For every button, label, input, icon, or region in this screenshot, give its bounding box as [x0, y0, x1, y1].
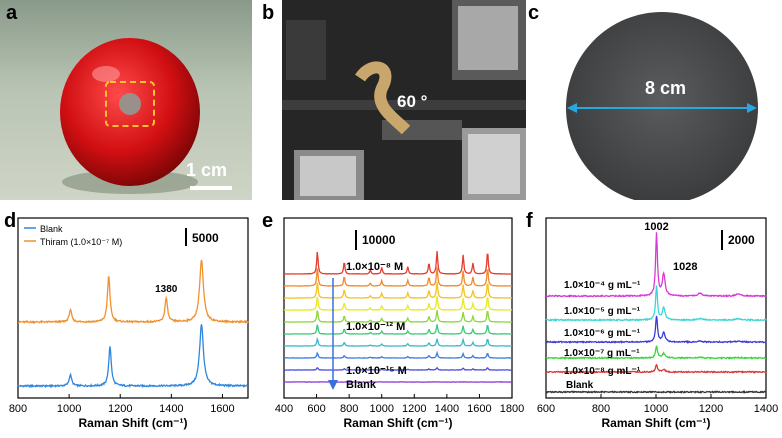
- x-tick-label: 800: [340, 403, 358, 415]
- arrow-head: [328, 380, 338, 390]
- scale-bar-label: 2000: [728, 233, 755, 247]
- concentration-label: 1.0×10⁻⁴ g mL⁻¹: [564, 280, 641, 291]
- concentration-label: 1.0×10⁻⁶ g mL⁻¹: [564, 328, 641, 339]
- panel-letter-a: a: [6, 2, 18, 24]
- x-axis-label: Raman Shift (cm⁻¹): [601, 416, 710, 430]
- blank-label: Blank: [566, 380, 594, 391]
- series-line: [545, 363, 767, 375]
- concentration-label: 1.0×10⁻¹⁵ M: [346, 365, 407, 377]
- x-tick-label: 400: [275, 403, 293, 415]
- flexible-substrate: [355, 61, 411, 135]
- x-tick-label: 800: [592, 403, 610, 415]
- plot-frame: [283, 217, 513, 399]
- legend-label: Blank: [40, 224, 63, 234]
- series-line: [546, 345, 767, 360]
- plot-frame: [17, 217, 249, 399]
- scale-label: 1 cm: [186, 160, 228, 180]
- series-line: [284, 310, 512, 323]
- blank-label: Blank: [346, 379, 377, 391]
- peak-annotation: 1002: [644, 221, 668, 233]
- panel-letter-e: e: [262, 210, 274, 232]
- series-line: [283, 336, 513, 347]
- series-line: [283, 366, 513, 371]
- peak-annotation: 1028: [673, 261, 697, 273]
- peak-annotation: 1380: [155, 284, 178, 295]
- x-tick-label: 1800: [500, 403, 524, 415]
- concentration-label: 1.0×10⁻⁸ M: [346, 261, 403, 273]
- series-line: [546, 232, 767, 298]
- x-tick-label: 600: [307, 403, 325, 415]
- x-tick-label: 1000: [57, 403, 81, 415]
- concentration-label: 1.0×10⁻⁷ g mL⁻¹: [564, 348, 640, 359]
- concentration-label: 1.0×10⁻¹² M: [346, 321, 405, 333]
- x-tick-label: 1400: [159, 403, 183, 415]
- substrate-spot: [119, 93, 141, 115]
- angle-label: 60 °: [397, 92, 428, 111]
- series-line: [283, 324, 513, 335]
- legend-label: Thiram (1.0×10⁻⁷ M): [40, 237, 122, 247]
- series-line: [283, 350, 513, 359]
- diameter-label: 8 cm: [645, 78, 687, 98]
- panel-letter-b: b: [262, 2, 275, 24]
- highlight-box: [105, 81, 155, 127]
- cherry-illustration: [60, 38, 232, 194]
- x-tick-label: 1400: [754, 403, 778, 415]
- series-line: [546, 315, 767, 345]
- panel-a-photo: 1 cm: [0, 0, 252, 200]
- concentration-label: 1.0×10⁻⁸ g mL⁻¹: [564, 366, 641, 377]
- panel-letter-c: c: [528, 2, 540, 24]
- substrate-disk: [566, 12, 758, 200]
- scale-bar-label: 5000: [192, 231, 219, 245]
- x-tick-label: 1600: [210, 403, 234, 415]
- x-tick-label: 1600: [467, 403, 491, 415]
- x-tick-label: 1200: [402, 403, 426, 415]
- x-axis-label: Raman Shift (cm⁻¹): [343, 416, 452, 430]
- series-line: [283, 267, 513, 287]
- scale-bar-label: 10000: [362, 233, 396, 247]
- series-line: [283, 296, 513, 311]
- panel-b-photo: 60 °: [282, 0, 526, 200]
- series-line: [545, 390, 766, 395]
- x-tick-label: 1000: [369, 403, 393, 415]
- x-axis-label: Raman Shift (cm⁻¹): [78, 416, 187, 430]
- series-line: [283, 281, 513, 299]
- disk-illustration: [566, 12, 758, 200]
- series-line: [284, 251, 513, 275]
- series-line: [545, 285, 767, 323]
- x-tick-label: 800: [9, 403, 27, 415]
- x-tick-label: 1200: [108, 403, 132, 415]
- panel-letter-d: d: [4, 210, 17, 232]
- series-blank-line: [17, 324, 249, 389]
- x-tick-label: 1000: [644, 403, 668, 415]
- bending-illustration: [282, 0, 526, 200]
- x-tick-label: 1200: [699, 403, 723, 415]
- concentration-label: 1.0×10⁻⁵ g mL⁻¹: [564, 306, 641, 317]
- series-thiram-line: [17, 259, 249, 325]
- x-tick-label: 1400: [435, 403, 459, 415]
- panel-letter-f: f: [526, 210, 533, 232]
- x-tick-label: 600: [537, 403, 555, 415]
- panel-c-photo: 8 cm: [545, 0, 782, 200]
